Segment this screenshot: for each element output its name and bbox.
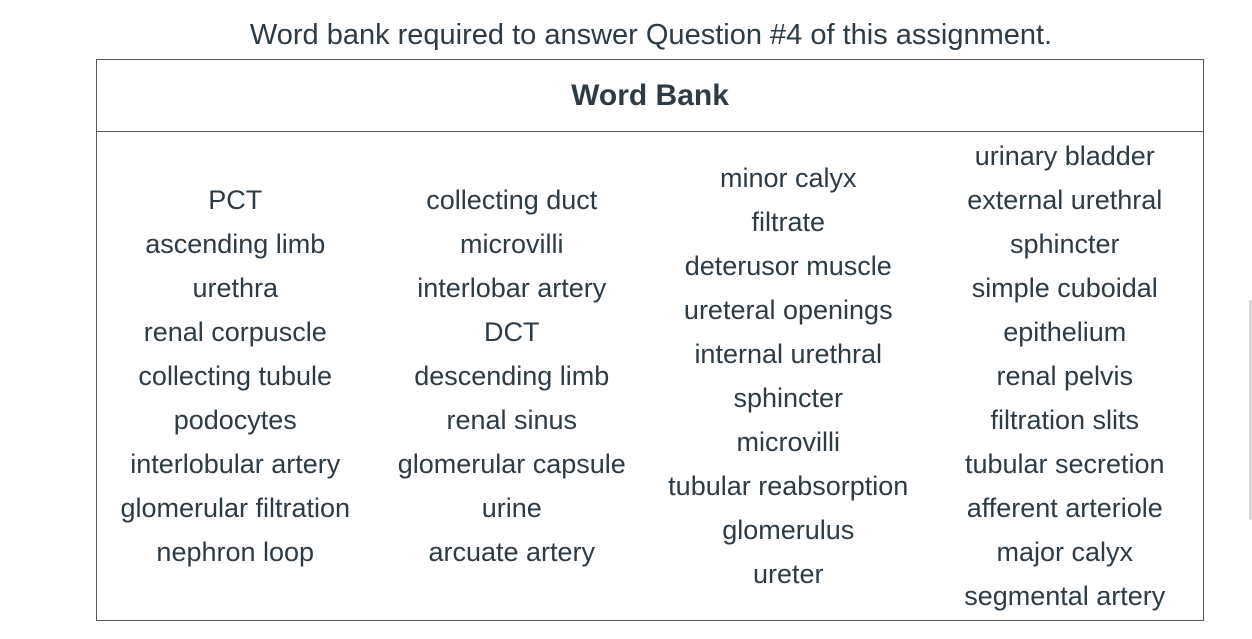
word-bank-term: filtration slits [990,405,1140,435]
word-bank-term: urethra [192,273,279,303]
word-bank-body: PCT ascending limb urethra renal corpuscle c… [97,132,1203,620]
word-bank-column-4: urinary bladder external urethral sphincte… [927,132,1204,620]
word-bank-term: external urethral [967,185,1163,215]
word-bank-column-1: PCT ascending limb urethra renal corpuscle c… [97,132,374,620]
word-bank-term: internal urethral [694,339,883,369]
page-scrollbar[interactable] [1249,300,1252,520]
word-bank-term: urine [481,493,542,523]
word-bank-term: ureteral openings [683,295,893,325]
word-bank-term: descending limb [414,361,610,391]
word-bank-term: interlobar artery [417,273,607,303]
word-bank-term: sphincter [733,383,844,413]
word-bank-column-3: minor calyx filtrate deterusor muscle urete… [650,132,927,620]
word-bank-term: segmental artery [964,581,1166,611]
word-bank-term: nephron loop [156,537,315,567]
word-bank-term: deterusor muscle [684,251,892,281]
word-bank-term: glomerular filtration [120,493,351,523]
word-bank-term: afferent arteriole [966,493,1163,523]
word-bank-title: Word Bank [97,60,1203,132]
word-bank-term: tubular secretion [964,449,1165,479]
word-bank-term: urinary bladder [974,141,1155,171]
word-bank-term: renal sinus [446,405,578,435]
word-bank-caption: Word bank required to answer Question #4… [249,19,1053,51]
word-bank-term: interlobular artery [130,449,341,479]
word-bank-term: glomerular capsule [397,449,626,479]
word-bank-term: podocytes [173,405,297,435]
word-bank-term: glomerulus [722,515,855,545]
word-bank-term: simple cuboidal [971,273,1158,303]
word-bank-term: major calyx [996,537,1134,567]
word-bank-term: ascending limb [145,229,326,259]
word-bank-term: renal corpuscle [143,317,327,347]
word-bank-term: filtrate [751,207,826,237]
word-bank-term: ureter [752,559,824,589]
word-bank-column-2: collecting duct microvilli interlobar arte… [374,132,651,620]
word-bank-term: arcuate artery [428,537,596,567]
word-bank-term: microvilli [736,427,841,457]
word-bank-term: minor calyx [719,163,857,193]
word-bank-term: collecting duct [426,185,598,215]
word-bank-table: Word Bank PCT ascending limb urethra renal … [96,59,1204,621]
word-bank-term: tubular reabsorption [668,471,909,501]
word-bank-term: DCT [484,317,540,347]
word-bank-term: microvilli [460,229,564,259]
word-bank-term: PCT [208,185,263,215]
word-bank-term: epithelium [1003,317,1127,347]
word-bank-term: renal pelvis [996,361,1134,391]
word-bank-term: sphincter [1009,229,1120,259]
word-bank-term: collecting tubule [138,361,333,391]
